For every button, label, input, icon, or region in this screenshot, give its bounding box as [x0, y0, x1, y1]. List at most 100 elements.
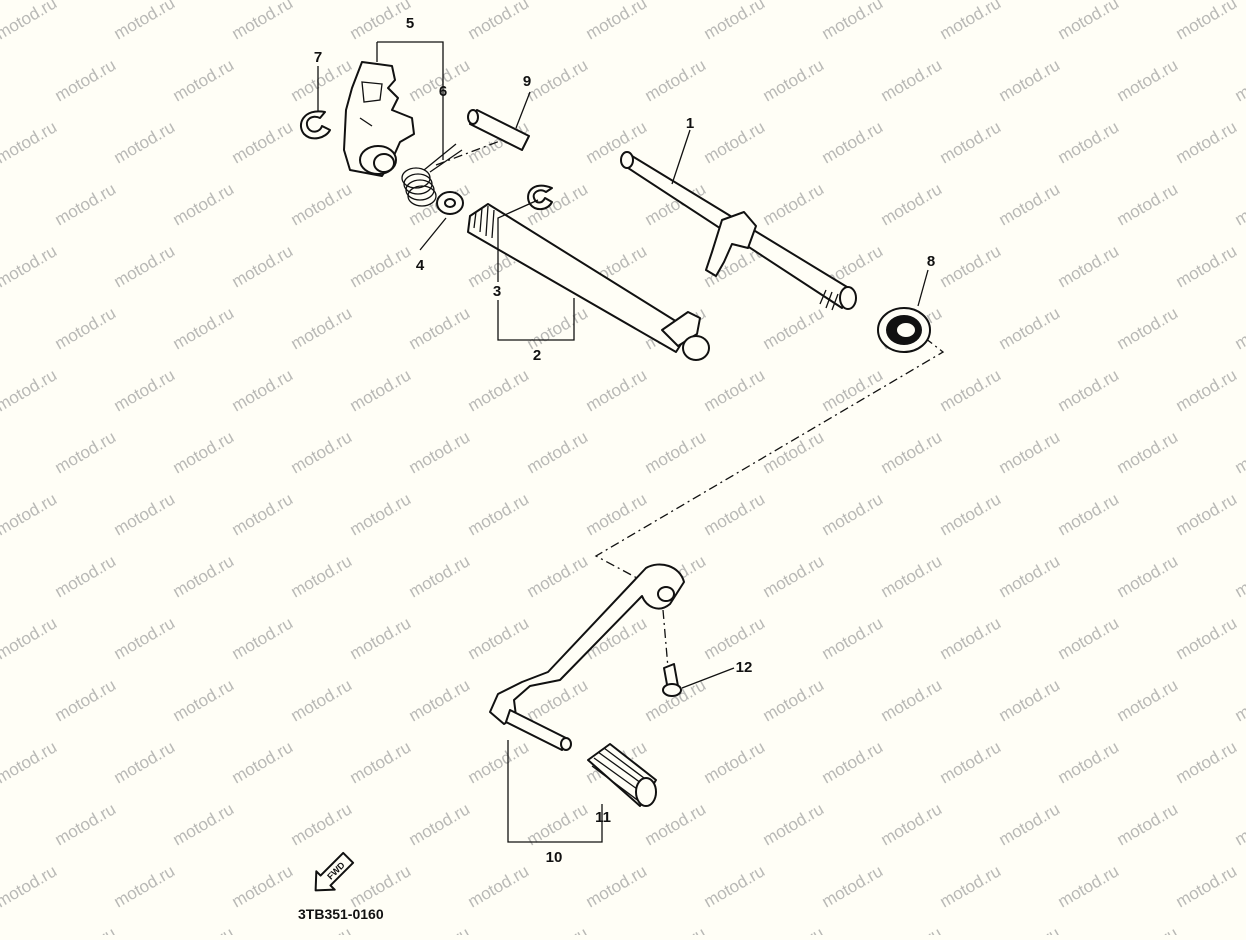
watermark-text: motod.ru [1114, 923, 1182, 935]
watermark-text: motod.ru [229, 117, 297, 167]
watermark-text: motod.ru [0, 303, 1, 353]
circlip-7 [301, 111, 330, 138]
watermark-text: motod.ru [229, 241, 297, 291]
watermark-text: motod.ru [524, 55, 592, 105]
watermark-text: motod.ru [1173, 0, 1241, 43]
watermark-text: motod.ru [0, 551, 1, 601]
watermark-text: motod.ru [1055, 489, 1123, 539]
watermark-text: motod.ru [0, 799, 1, 849]
watermark-text: motod.ru [1114, 303, 1182, 353]
washer-4 [437, 192, 463, 214]
watermark-text: motod.ru [1173, 117, 1241, 167]
watermark-text: motod.ru [760, 303, 828, 353]
watermark-text: motod.ru [1232, 551, 1246, 601]
watermark-text: motod.ru [1055, 0, 1123, 43]
watermark-text: motod.ru [347, 737, 415, 787]
watermark-text: motod.ru [406, 923, 474, 935]
watermark-text: motod.ru [583, 365, 651, 415]
watermark-text: motod.ru [465, 737, 533, 787]
watermark-text: motod.ru [1173, 241, 1241, 291]
callout-5: 5 [406, 15, 414, 32]
watermark-text: motod.ru [1232, 675, 1246, 725]
watermark-text: motod.ru [170, 675, 238, 725]
watermark-text: motod.ru [1173, 737, 1241, 787]
watermark-text: motod.ru [406, 799, 474, 849]
watermark-text: motod.ru [524, 551, 592, 601]
watermark-text: motod.ru [1173, 489, 1241, 539]
watermark-text: motod.ru [288, 303, 356, 353]
watermark-text: motod.ru [229, 489, 297, 539]
callout-12: 12 [736, 659, 753, 676]
watermark-text: motod.ru [288, 551, 356, 601]
watermark-text: motod.ru [701, 737, 769, 787]
watermark-text: motod.ru [642, 427, 710, 477]
callout-7: 7 [314, 49, 322, 66]
callout-4: 4 [416, 257, 425, 274]
watermark-text: motod.ru [1114, 799, 1182, 849]
watermark-text: motod.ru [1114, 675, 1182, 725]
watermark-text: motod.ru [996, 427, 1064, 477]
watermark-text: motod.ru [642, 55, 710, 105]
watermark-text: motod.ru [1055, 737, 1123, 787]
watermark-text: motod.ru [760, 55, 828, 105]
watermark-text: motod.ru [465, 861, 533, 911]
shift-shaft-1 [621, 152, 856, 310]
watermark-text: motod.ru [229, 365, 297, 415]
watermark-text: motod.ru [406, 427, 474, 477]
watermark-text: motod.ru [878, 923, 946, 935]
watermark-text: motod.ru [760, 427, 828, 477]
watermark-text: motod.ru [878, 675, 946, 725]
watermark-text: motod.ru [937, 117, 1005, 167]
watermark-text: motod.ru [819, 861, 887, 911]
watermark-text: motod.ru [465, 365, 533, 415]
watermark-text: motod.ru [0, 241, 60, 291]
watermark-text: motod.ru [701, 861, 769, 911]
watermark-text: motod.ru [583, 861, 651, 911]
watermark-text: motod.ru [701, 613, 769, 663]
watermark-text: motod.ru [465, 489, 533, 539]
watermark-text: motod.ru [288, 675, 356, 725]
watermark-text: motod.ru [111, 489, 179, 539]
watermark-text: motod.ru [111, 117, 179, 167]
watermark-text: motod.ru [52, 923, 120, 935]
watermark-text: motod.ru [760, 551, 828, 601]
watermark-text: motod.ru [0, 489, 60, 539]
callout-11: 11 [595, 809, 611, 826]
watermark-text: motod.ru [0, 923, 1, 935]
watermark-text: motod.ru [111, 861, 179, 911]
watermark-text: motod.ru [0, 861, 60, 911]
watermark-text: motod.ru [1232, 179, 1246, 229]
watermark-text: motod.ru [996, 675, 1064, 725]
watermark-text: motod.ru [170, 427, 238, 477]
bolt-12 [663, 664, 681, 696]
watermark-text: motod.ru [1232, 303, 1246, 353]
watermark-text: motod.ru [170, 551, 238, 601]
watermark-text: motod.ru [52, 427, 120, 477]
watermark-text: motod.ru [406, 303, 474, 353]
watermark-text: motod.ru [524, 303, 592, 353]
watermark-text: motod.ru [0, 427, 1, 477]
watermark-text: motod.ru [1232, 427, 1246, 477]
watermark-text: motod.ru [111, 365, 179, 415]
callout-1: 1 [686, 115, 694, 132]
watermark-text: motod.ru [1232, 799, 1246, 849]
watermark-text: motod.ru [878, 799, 946, 849]
watermark-text: motod.ru [996, 55, 1064, 105]
watermark-text: motod.ru [996, 799, 1064, 849]
watermark-text: motod.ru [465, 613, 533, 663]
watermark-text: motod.ru [819, 613, 887, 663]
watermark-text: motod.ru [819, 365, 887, 415]
watermark-text: motod.ru [701, 0, 769, 43]
watermark-text: motod.ru [1173, 613, 1241, 663]
watermark-text: motod.ru [170, 923, 238, 935]
watermark-text: motod.ru [0, 0, 60, 43]
watermark-text: motod.ru [701, 117, 769, 167]
watermark-text: motod.ru [347, 365, 415, 415]
diagram-code: 3TB351-0160 [298, 906, 384, 922]
watermark-text: motod.ru [465, 0, 533, 43]
watermark-text: motod.ru [52, 55, 120, 105]
watermark-text: motod.ru [288, 427, 356, 477]
watermark-text: motod.ru [760, 675, 828, 725]
watermark-text: motod.ru [819, 737, 887, 787]
